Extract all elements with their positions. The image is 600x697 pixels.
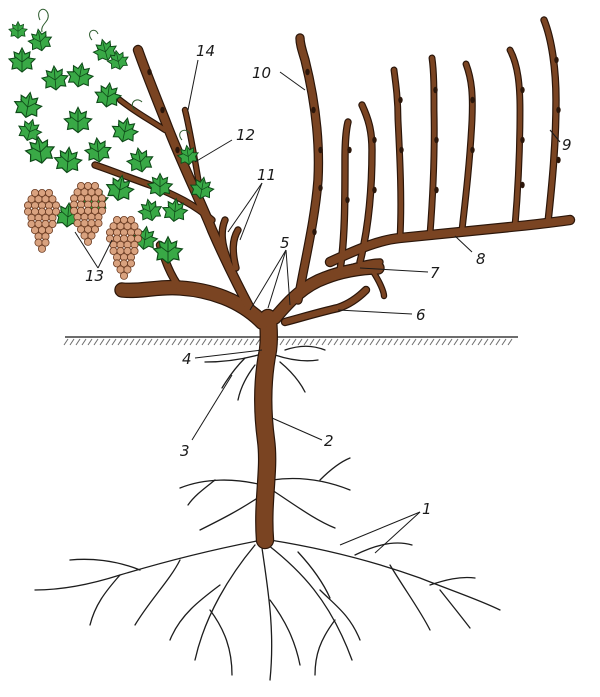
label-13: 13 — [85, 267, 104, 285]
heel-roots — [34, 539, 501, 681]
tendrils — [38, 8, 191, 141]
leaf — [161, 197, 189, 223]
leaf — [13, 91, 43, 119]
label-2: 2 — [324, 432, 334, 450]
leaf — [189, 176, 215, 200]
grape-cluster — [70, 181, 107, 246]
label-4: 4 — [182, 350, 192, 368]
label-12: 12 — [236, 126, 255, 144]
label-14: 14 — [196, 42, 215, 60]
leaf — [53, 146, 83, 174]
label-6: 6 — [416, 306, 426, 324]
leaf — [176, 144, 200, 166]
label-9: 9 — [562, 136, 572, 154]
label-8: 8 — [476, 250, 486, 268]
labels: 1 2 3 4 5 6 7 8 9 10 11 12 13 14 — [85, 42, 572, 518]
leaf — [63, 106, 93, 134]
label-5: 5 — [280, 234, 290, 252]
leader-lines — [74, 59, 561, 554]
leaf — [24, 135, 56, 164]
label-7: 7 — [430, 264, 440, 282]
label-1: 1 — [422, 500, 432, 518]
leaf — [137, 198, 163, 222]
leaf — [94, 81, 123, 108]
leaf — [125, 146, 154, 173]
vine-wood — [92, 17, 574, 548]
ground-line — [63, 336, 518, 346]
leaf — [18, 118, 43, 142]
leaf — [66, 61, 95, 88]
leaf — [105, 174, 135, 202]
leaf — [146, 172, 174, 198]
leaf — [7, 46, 37, 73]
leaf — [27, 28, 53, 52]
leaf — [83, 136, 112, 163]
buds — [147, 56, 561, 236]
leaf — [40, 64, 69, 91]
label-11: 11 — [257, 166, 276, 184]
label-3: 3 — [180, 442, 190, 460]
leaves — [7, 20, 215, 264]
leaf — [111, 117, 140, 143]
label-10: 10 — [252, 64, 271, 82]
leaf — [8, 20, 28, 39]
grape-cluster — [23, 188, 61, 253]
middle-roots — [179, 457, 351, 531]
leaf — [152, 235, 184, 264]
dew-roots — [204, 345, 326, 401]
grape-clusters — [23, 181, 142, 280]
grape-cluster — [106, 215, 142, 280]
leaf — [106, 49, 129, 70]
